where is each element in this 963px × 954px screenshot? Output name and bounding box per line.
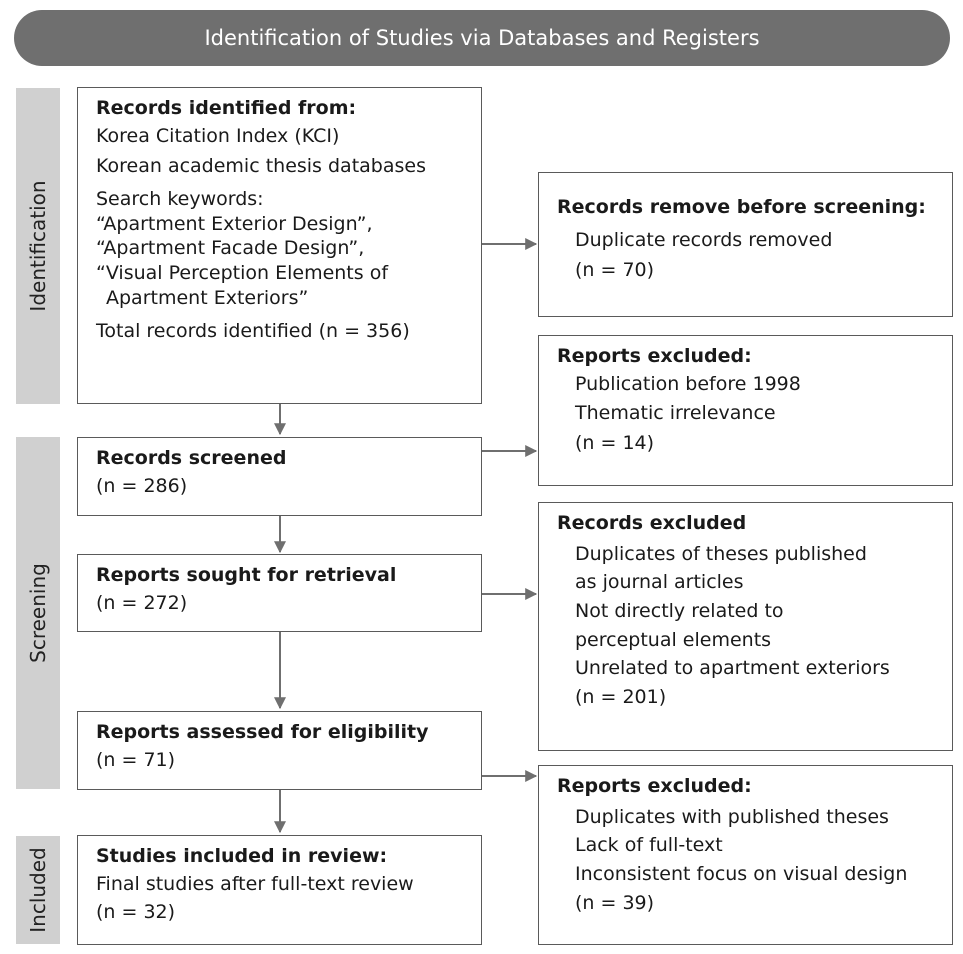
assessed-box: Reports assessed for eligibility (n = 71… [77, 711, 482, 790]
excluded-reports-2-title: Reports excluded: [557, 775, 752, 797]
phase-screening: Screening [16, 437, 60, 789]
removed-box-title: Records remove before screening: [557, 196, 926, 218]
keyword-3: “Visual Perception Elements of [96, 262, 389, 285]
included-box-title: Studies included in review: [96, 845, 388, 867]
identification-box: Records identified from: Korea Citation … [77, 87, 482, 404]
screened-count: (n = 286) [96, 474, 188, 497]
excluded-reports-2-item-3: Inconsistent focus on visual design [575, 863, 908, 886]
assessed-count: (n = 71) [96, 748, 176, 771]
removed-box: Records remove before screening: Duplica… [538, 172, 953, 317]
removed-item-duplicates: Duplicate records removed [575, 228, 833, 251]
excluded-reports-box-2: Reports excluded: Duplicates with publis… [538, 765, 953, 945]
excluded-reports-2-item-1: Duplicates with published theses [575, 805, 889, 828]
included-box: Studies included in review: Final studie… [77, 835, 482, 945]
excluded-records-title: Records excluded [557, 512, 747, 534]
excluded-reports-box-1: Reports excluded: Publication before 199… [538, 335, 953, 486]
phase-identification: Identification [16, 88, 60, 404]
included-count: (n = 32) [96, 901, 176, 924]
assessed-box-title: Reports assessed for eligibility [96, 721, 429, 743]
identification-box-title: Records identified from: [96, 97, 357, 119]
source-kci: Korea Citation Index (KCI) [96, 124, 340, 147]
keyword-2: “Apartment Facade Design”, [96, 237, 365, 260]
removed-count: (n = 70) [575, 259, 655, 282]
excluded-reports-2-count: (n = 39) [575, 891, 655, 914]
excluded-records-count: (n = 201) [575, 686, 667, 709]
keyword-1: “Apartment Exterior Design”, [96, 212, 373, 235]
sought-box-title: Reports sought for retrieval [96, 564, 397, 586]
keywords-label: Search keywords: [96, 188, 264, 211]
sought-count: (n = 272) [96, 591, 188, 614]
total-records: Total records identified (n = 356) [96, 319, 410, 342]
excluded-reports-1-count: (n = 14) [575, 432, 655, 455]
diagram-header: Identification of Studies via Databases … [14, 10, 950, 66]
sought-box: Reports sought for retrieval (n = 272) [77, 554, 482, 632]
excluded-records-item-2a: Not directly related to [575, 600, 784, 623]
included-item-1: Final studies after full-text review [96, 872, 414, 895]
excluded-reports-1-title: Reports excluded: [557, 345, 752, 367]
excluded-records-item-3: Unrelated to apartment exteriors [575, 657, 890, 680]
excluded-reports-1-item-1: Publication before 1998 [575, 372, 801, 395]
screened-box-title: Records screened [96, 447, 287, 469]
excluded-records-item-1b: as journal articles [575, 571, 744, 594]
excluded-records-item-1a: Duplicates of theses published [575, 542, 867, 565]
keyword-3-continued: Apartment Exteriors” [106, 286, 309, 309]
header-title: Identification of Studies via Databases … [204, 26, 760, 50]
excluded-reports-2-item-2: Lack of full-text [575, 834, 723, 857]
screened-box: Records screened (n = 286) [77, 437, 482, 516]
excluded-reports-1-item-2: Thematic irrelevance [575, 402, 776, 425]
phase-included: Included [16, 836, 60, 944]
excluded-records-box: Records excluded Duplicates of theses pu… [538, 502, 953, 751]
source-thesis-db: Korean academic thesis databases [96, 155, 426, 178]
excluded-records-item-2b: perceptual elements [575, 628, 772, 651]
